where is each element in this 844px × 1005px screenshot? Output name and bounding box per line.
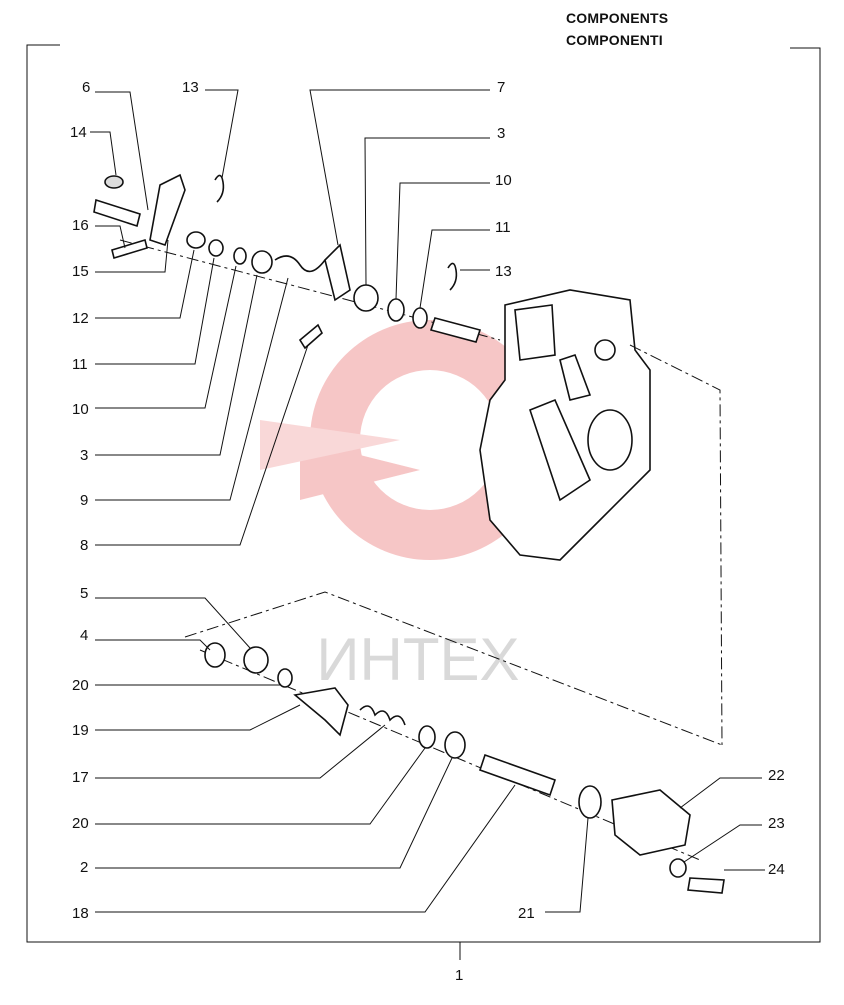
screw-8 [298, 323, 323, 350]
upper-parts [93, 173, 482, 350]
callout-19: 19 [72, 722, 89, 739]
lower-parts [204, 642, 725, 894]
callout-20a: 20 [72, 677, 89, 694]
bolt-24 [687, 877, 725, 894]
callout-10a: 10 [495, 172, 512, 189]
bushing-4 [204, 642, 226, 668]
spring-5 [243, 646, 269, 674]
callout-3a: 3 [497, 125, 505, 142]
transmission-housing [479, 289, 651, 561]
callout-11a: 11 [495, 219, 511, 236]
watermark-logo [260, 320, 550, 560]
callout-13a: 13 [182, 79, 199, 96]
callout-8: 8 [80, 537, 88, 554]
clip-13b [447, 262, 458, 291]
callout-7: 7 [497, 79, 505, 96]
plug-2 [444, 731, 466, 759]
title-componenti: COMPONENTI [566, 32, 663, 48]
callout-2: 2 [80, 859, 88, 876]
callout-5: 5 [80, 585, 88, 602]
callout-12: 12 [72, 310, 89, 327]
washer-11 [186, 231, 206, 249]
spring-17 [359, 705, 406, 726]
assembly-frame [26, 44, 821, 960]
arm-7 [324, 243, 351, 302]
watermark-text: ИНТЕХ [316, 626, 519, 693]
callout-6: 6 [82, 79, 90, 96]
callout-10b: 10 [72, 401, 89, 418]
washer-10b [387, 298, 405, 322]
callout-21: 21 [518, 905, 535, 922]
washer-10 [208, 239, 224, 257]
spacer-3 [353, 284, 379, 312]
callout-22: 22 [768, 767, 785, 784]
lever-12 [149, 173, 186, 247]
callout-23: 23 [768, 815, 785, 832]
fork-19 [293, 687, 349, 737]
cover-22 [611, 789, 691, 856]
ring-20a [277, 668, 293, 688]
clip-13a [214, 174, 225, 203]
washer-11b [412, 307, 428, 329]
callout-15: 15 [72, 263, 89, 280]
washer-23 [669, 858, 687, 878]
callout-16: 16 [72, 217, 89, 234]
bolt-16 [111, 238, 148, 260]
pin-upper [429, 317, 482, 343]
ring-3 [233, 247, 247, 265]
assembly-number: 1 [455, 967, 463, 984]
callout-13b: 13 [495, 263, 512, 280]
shaft-18 [478, 753, 557, 797]
callout-14: 14 [70, 124, 87, 141]
leader-lines [90, 89, 765, 913]
ring-20b [418, 725, 436, 749]
callout-labels: 6 14 13 7 3 10 11 13 16 15 12 11 10 3 9 … [70, 79, 785, 922]
callout-9: 9 [80, 492, 88, 509]
bushing [251, 250, 273, 274]
callout-24: 24 [768, 861, 785, 878]
callout-3b: 3 [80, 447, 88, 464]
callout-11b: 11 [72, 356, 88, 373]
pin-6 [93, 198, 141, 228]
callout-20b: 20 [72, 815, 89, 832]
title-components: COMPONENTS [566, 10, 669, 26]
callout-18: 18 [72, 905, 89, 922]
callout-4: 4 [80, 627, 88, 644]
gasket-21 [578, 785, 602, 819]
callout-17: 17 [72, 769, 89, 786]
spring-9 [274, 255, 326, 273]
clip-14 [104, 175, 124, 189]
